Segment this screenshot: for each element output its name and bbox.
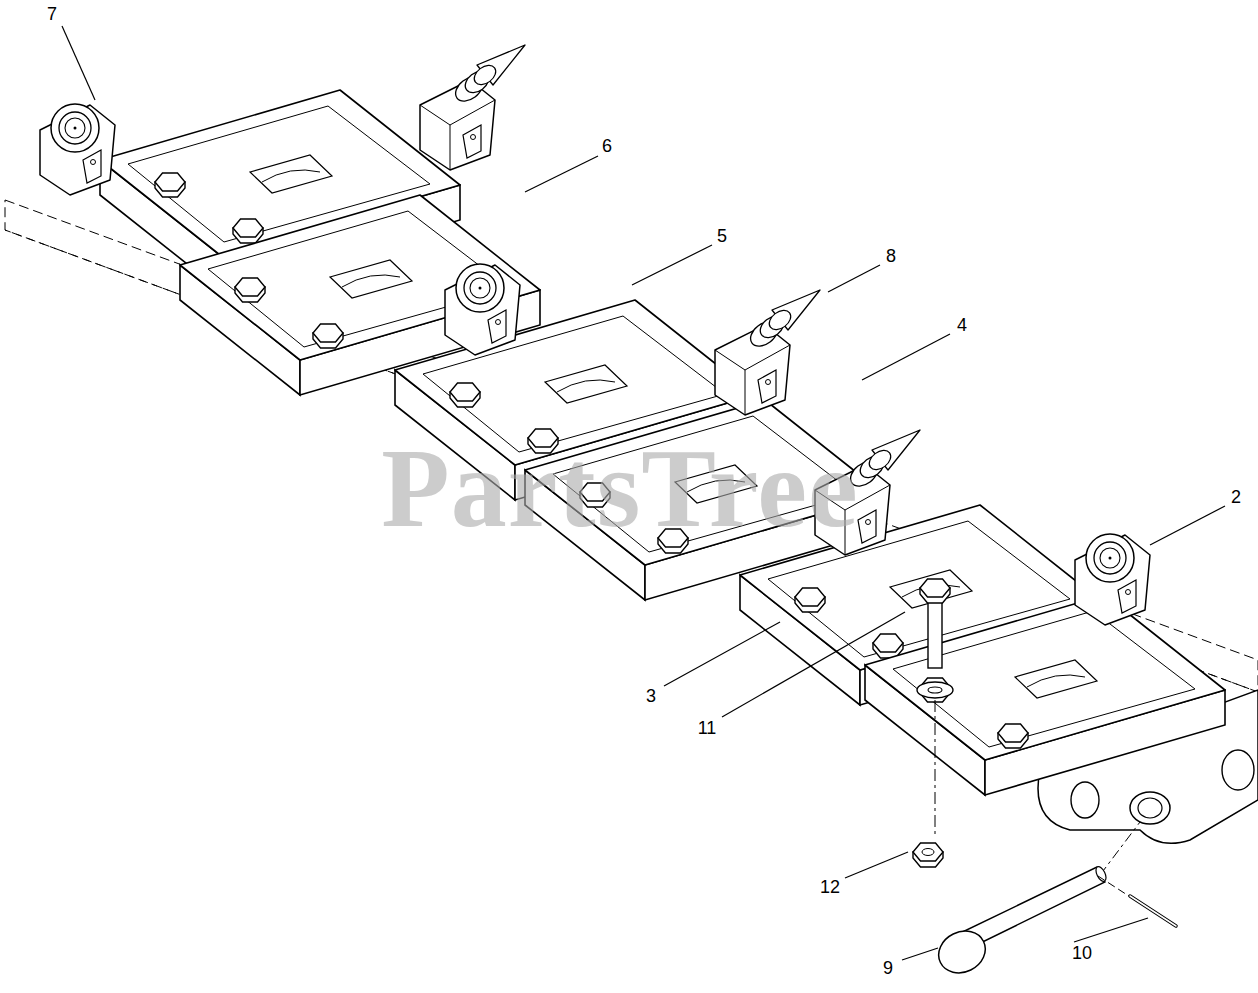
callout-number: 3	[646, 687, 656, 705]
callout-number: 7	[47, 5, 57, 23]
callout-number: 12	[820, 878, 840, 896]
callout-number: 10	[1072, 944, 1092, 962]
callout-number: 9	[883, 959, 893, 977]
watermark: PartsTree	[381, 432, 859, 544]
leader-lines	[62, 26, 1225, 960]
callout-number: 11	[698, 719, 717, 737]
callout-number: 5	[717, 227, 727, 245]
callout-number: 4	[957, 316, 967, 334]
callout-number: 6	[602, 137, 612, 155]
callout-number: 2	[1231, 488, 1241, 506]
callout-number: 8	[886, 247, 896, 265]
